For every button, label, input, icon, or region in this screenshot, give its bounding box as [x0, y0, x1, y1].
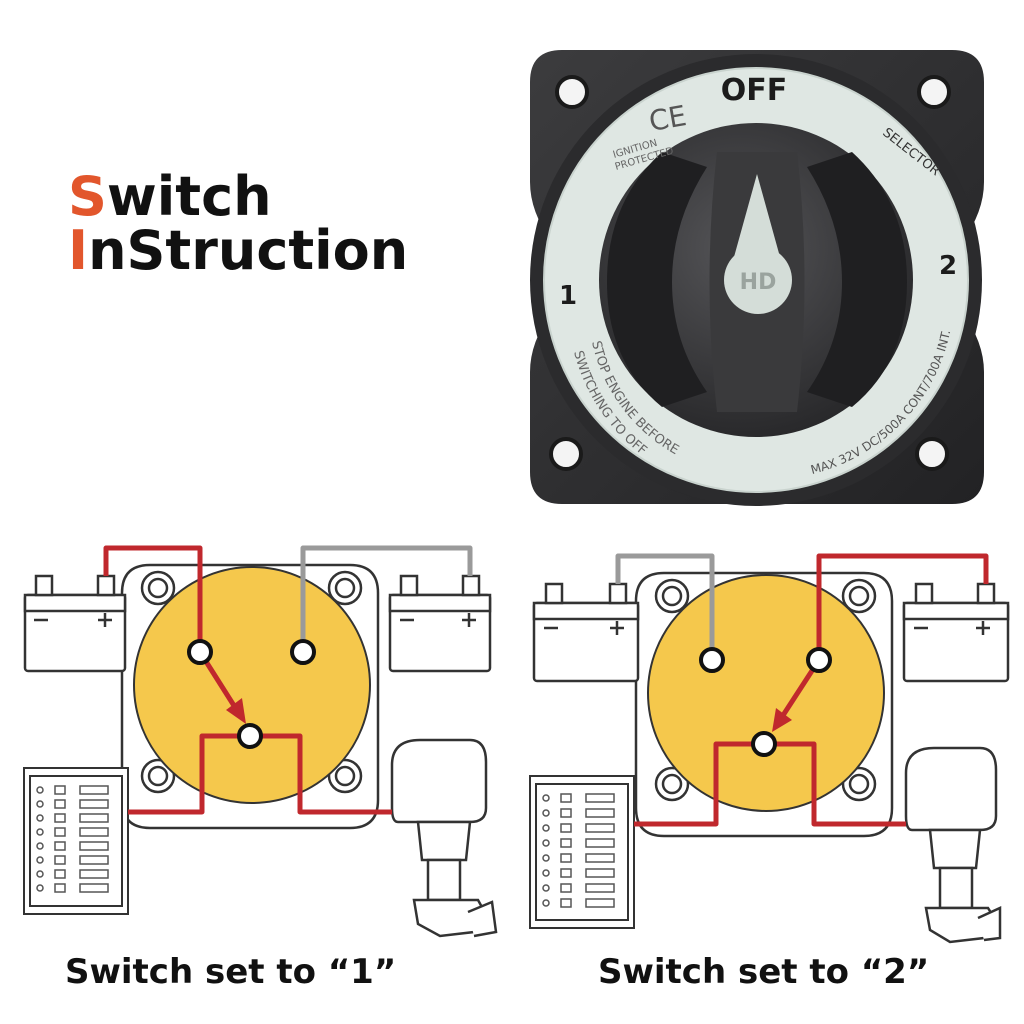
wiring-diagram-position-1	[23, 545, 498, 938]
battery-switch-photo: HD OFF 1 2 CE IGNITION PROTECTED SELECTO…	[530, 50, 984, 506]
selector-arrowhead	[226, 698, 246, 724]
mount-hole-bottom-right	[915, 437, 949, 471]
off-label: OFF	[721, 73, 788, 108]
knob-grip-left	[607, 152, 707, 407]
wire-battery1-positive	[615, 553, 715, 658]
terminal-common	[237, 723, 263, 749]
battery-2	[902, 582, 1010, 683]
distribution-panel	[529, 775, 635, 929]
position-2-label: 2	[939, 251, 957, 281]
distribution-panel	[23, 767, 129, 915]
caption-position-1: Switch set to “1”	[65, 952, 397, 992]
knob-pointer	[734, 174, 780, 257]
battery-2	[388, 574, 492, 673]
wire-battery2-positive	[300, 545, 473, 650]
battery-1	[23, 574, 127, 673]
knob-grip-right	[807, 152, 907, 407]
wiring-diagram-position-2	[529, 553, 1010, 944]
mount-hole-top-right	[917, 75, 951, 109]
outboard-motor	[390, 738, 498, 938]
knob-hub	[724, 246, 792, 314]
caption-position-2: Switch set to “2”	[598, 952, 930, 992]
switch-dial	[133, 566, 371, 804]
switch-dial	[647, 574, 885, 812]
battery-1	[532, 582, 640, 683]
title-initial-i: I	[68, 219, 89, 282]
selector-arrowhead	[772, 708, 792, 732]
title-word-witch: witch	[106, 165, 272, 228]
terminal-2	[806, 647, 832, 673]
wire-battery1-positive	[103, 545, 203, 650]
title-initial-s: S	[68, 165, 107, 228]
terminal-common	[751, 731, 777, 757]
terminal-1	[699, 647, 725, 673]
title-line-1: Switch	[68, 170, 408, 224]
mount-hole-bottom-left	[549, 437, 583, 471]
mount-hole-top-left	[555, 75, 589, 109]
outboard-motor	[904, 746, 1002, 944]
ce-mark: CE	[647, 99, 689, 138]
position-1-label: 1	[559, 281, 577, 311]
hd-label: HD	[740, 270, 777, 295]
terminal-2	[290, 639, 316, 665]
title-word-nstruction: nStruction	[88, 219, 409, 282]
title-line-2: InStruction	[68, 224, 408, 278]
wire-battery2-positive	[816, 553, 989, 658]
terminal-1	[187, 639, 213, 665]
brand-title: Switch InStruction	[68, 170, 408, 278]
